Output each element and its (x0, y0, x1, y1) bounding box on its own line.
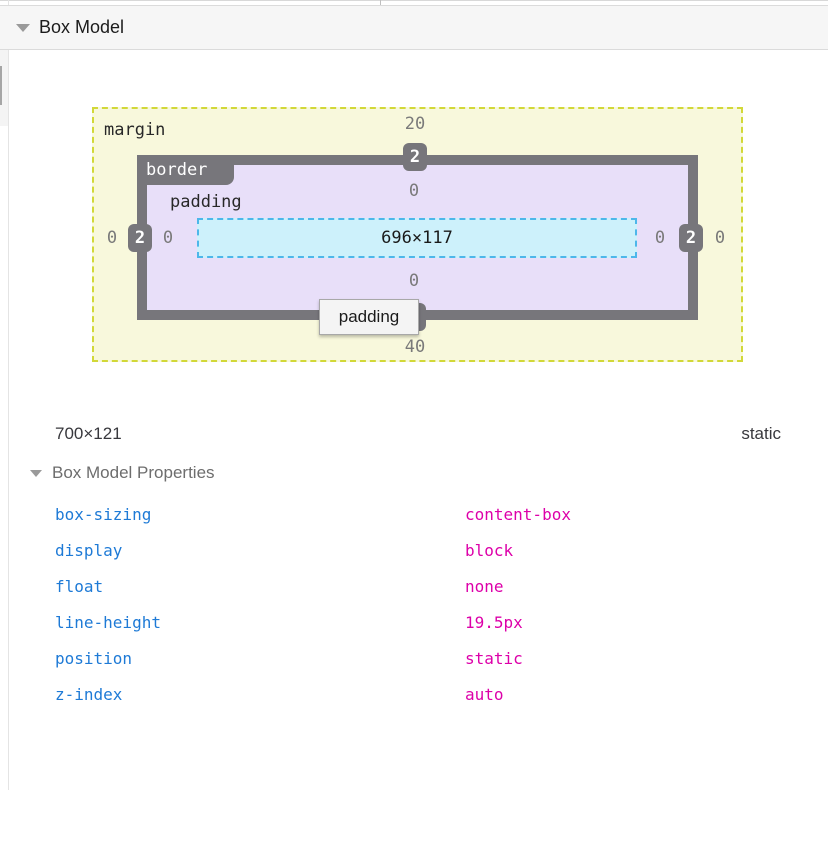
property-row: position static (0, 640, 828, 676)
box-model-section-header[interactable]: Box Model (0, 5, 828, 50)
chevron-down-icon[interactable] (16, 23, 30, 32)
border-top-badge[interactable]: 2 (403, 143, 427, 171)
property-row: box-sizing content-box (0, 496, 828, 532)
property-name: display (55, 540, 123, 560)
chevron-down-icon[interactable] (30, 469, 42, 477)
margin-label: margin (104, 120, 166, 140)
adjacent-panel-edge (0, 50, 8, 126)
properties-title: Box Model Properties (52, 463, 215, 482)
top-border-line (0, 0, 828, 1)
padding-bottom-value[interactable]: 0 (408, 271, 420, 291)
margin-top-value[interactable]: 20 (404, 114, 426, 134)
property-name: z-index (55, 684, 123, 704)
property-row: z-index auto (0, 676, 828, 712)
margin-bottom-value[interactable]: 40 (404, 337, 426, 357)
property-value: content-box (465, 504, 571, 524)
box-model-properties-header[interactable]: Box Model Properties (30, 463, 215, 483)
property-row: display block (0, 532, 828, 568)
property-row: line-height 19.5px (0, 604, 828, 640)
adjacent-scrollbar-mark (0, 66, 2, 105)
element-position: static (741, 424, 781, 443)
property-value: block (465, 540, 514, 560)
property-value: auto (465, 684, 504, 704)
page-title: Box Model (39, 17, 125, 37)
property-name: line-height (55, 612, 161, 632)
padding-label: padding (170, 192, 242, 212)
padding-top-value[interactable]: 0 (408, 181, 420, 201)
property-name: box-sizing (55, 504, 152, 524)
content-region[interactable]: 696×117 (197, 218, 637, 258)
property-name: position (55, 648, 133, 668)
margin-left-value[interactable]: 0 (106, 228, 118, 248)
property-row: float none (0, 568, 828, 604)
border-right-badge[interactable]: 2 (679, 224, 703, 252)
property-value: 19.5px (465, 612, 523, 632)
element-dimensions: 700×121 (55, 424, 122, 443)
border-left-badge[interactable]: 2 (128, 224, 152, 252)
property-name: float (55, 576, 104, 596)
border-label: border (137, 155, 234, 185)
panel-splitter[interactable] (8, 0, 9, 790)
toolbar-separator-tick (380, 0, 381, 6)
property-value: none (465, 576, 504, 596)
padding-left-value[interactable]: 0 (162, 228, 174, 248)
padding-right-value[interactable]: 0 (654, 228, 666, 248)
content-dimensions[interactable]: 696×117 (381, 228, 453, 248)
margin-right-value[interactable]: 0 (714, 228, 726, 248)
property-value: static (465, 648, 523, 668)
properties-list: box-sizing content-box display block flo… (0, 496, 828, 712)
padding-tooltip: padding (319, 299, 419, 335)
